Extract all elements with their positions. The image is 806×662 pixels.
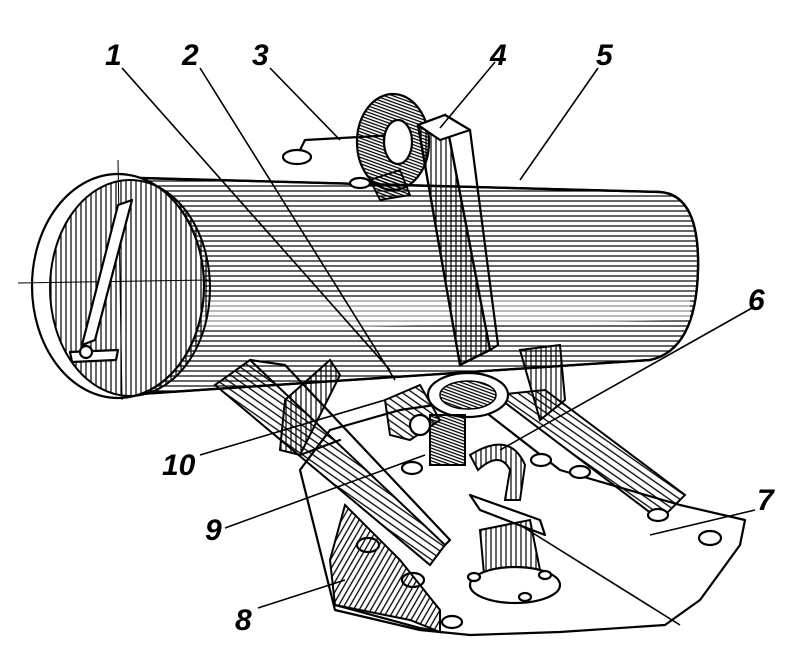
- leader-lines: [121, 61, 756, 626]
- support-column: [328, 503, 442, 634]
- callout-9: 9: [205, 514, 222, 547]
- leader-7: [649, 509, 756, 536]
- leader-9: [224, 454, 426, 529]
- callout-2: 2: [181, 39, 199, 72]
- vertical-strap: [416, 113, 500, 367]
- end-cap-lever: [68, 198, 134, 364]
- callout-labels: 1 2 3 4 5 6 7 8 9 10: [105, 39, 775, 637]
- leader-2: [199, 67, 396, 381]
- centerline-diagonal: [519, 524, 681, 626]
- leader-8: [257, 579, 346, 609]
- callout-6: 6: [748, 284, 765, 317]
- bottom-flange: [426, 371, 510, 466]
- callout-1: 1: [105, 39, 122, 72]
- valve-body: [383, 383, 442, 442]
- leader-4: [439, 61, 496, 129]
- callout-3: 3: [252, 39, 269, 72]
- leader-10: [199, 399, 386, 456]
- handwheel-ring: [355, 92, 431, 192]
- callout-10: 10: [162, 449, 196, 482]
- leader-3: [269, 67, 341, 141]
- callout-8: 8: [235, 604, 252, 637]
- callout-5: 5: [596, 39, 614, 72]
- callout-4: 4: [489, 39, 507, 72]
- leader-6: [499, 307, 753, 451]
- leader-5: [519, 67, 599, 181]
- callout-7: 7: [757, 484, 775, 517]
- leader-1: [121, 67, 391, 371]
- lower-bracket: [466, 518, 562, 605]
